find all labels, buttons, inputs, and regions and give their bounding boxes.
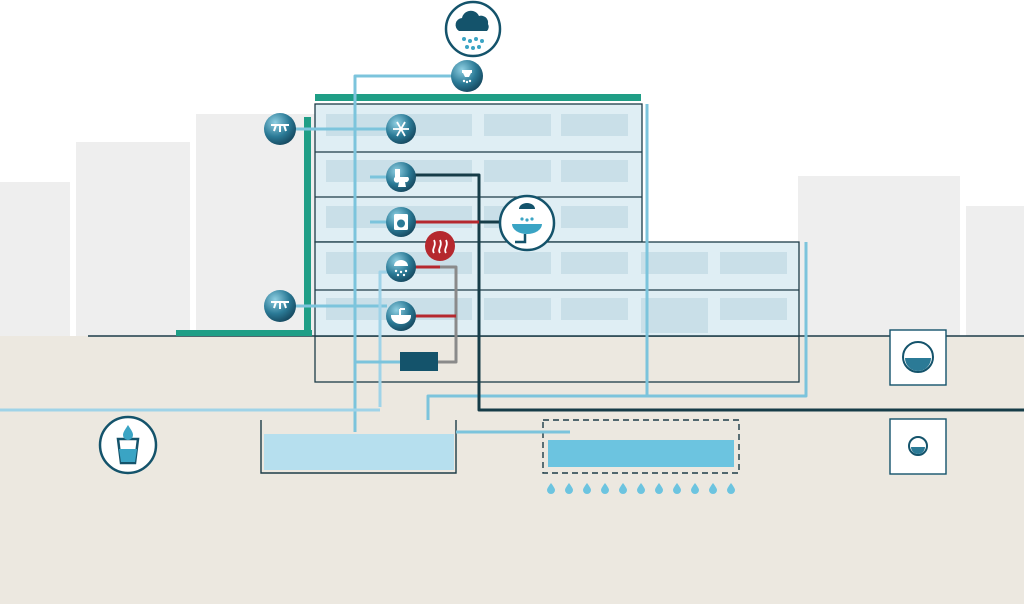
percolation-drop [637, 483, 645, 494]
background-buildings [0, 114, 1024, 342]
percolation-drop [619, 483, 627, 494]
percolation-drop [727, 483, 735, 494]
rainwater-pipe [353, 74, 453, 432]
toilet-icon [386, 162, 416, 192]
rain-collector-icon [451, 60, 483, 92]
percolation-drop [673, 483, 681, 494]
washing-machine-icon [386, 207, 416, 237]
rain-cloud-icon [444, 0, 502, 58]
percolation-drop [691, 483, 699, 494]
cooling-snowflake-icon [386, 114, 416, 144]
roof-sprinkler-icon [264, 113, 296, 145]
green-roof [176, 94, 641, 336]
ground [0, 336, 1024, 604]
percolation-drop [565, 483, 573, 494]
percolation-drop [709, 483, 717, 494]
water-level-low-icon [889, 418, 947, 475]
treatment-unit-icon [400, 352, 438, 371]
heating-icon [425, 231, 455, 261]
shower-icon [386, 252, 416, 282]
percolation-drop [547, 483, 555, 494]
percolation-drop [655, 483, 663, 494]
infiltration-tank [542, 419, 740, 474]
facade-sprinkler-icon [264, 290, 296, 322]
rainwater-storage-tank [260, 420, 457, 474]
greywater-pipe [426, 242, 808, 420]
drinking-water-icon [98, 415, 158, 475]
shower-sink-icon [498, 194, 556, 252]
building [314, 103, 800, 383]
percolation-drop [601, 483, 609, 494]
washbasin-icon [386, 301, 416, 331]
wastewater-pipe [414, 173, 1024, 412]
water-level-high-icon [889, 329, 947, 386]
percolation-drops [547, 483, 735, 494]
percolation-drop [583, 483, 591, 494]
